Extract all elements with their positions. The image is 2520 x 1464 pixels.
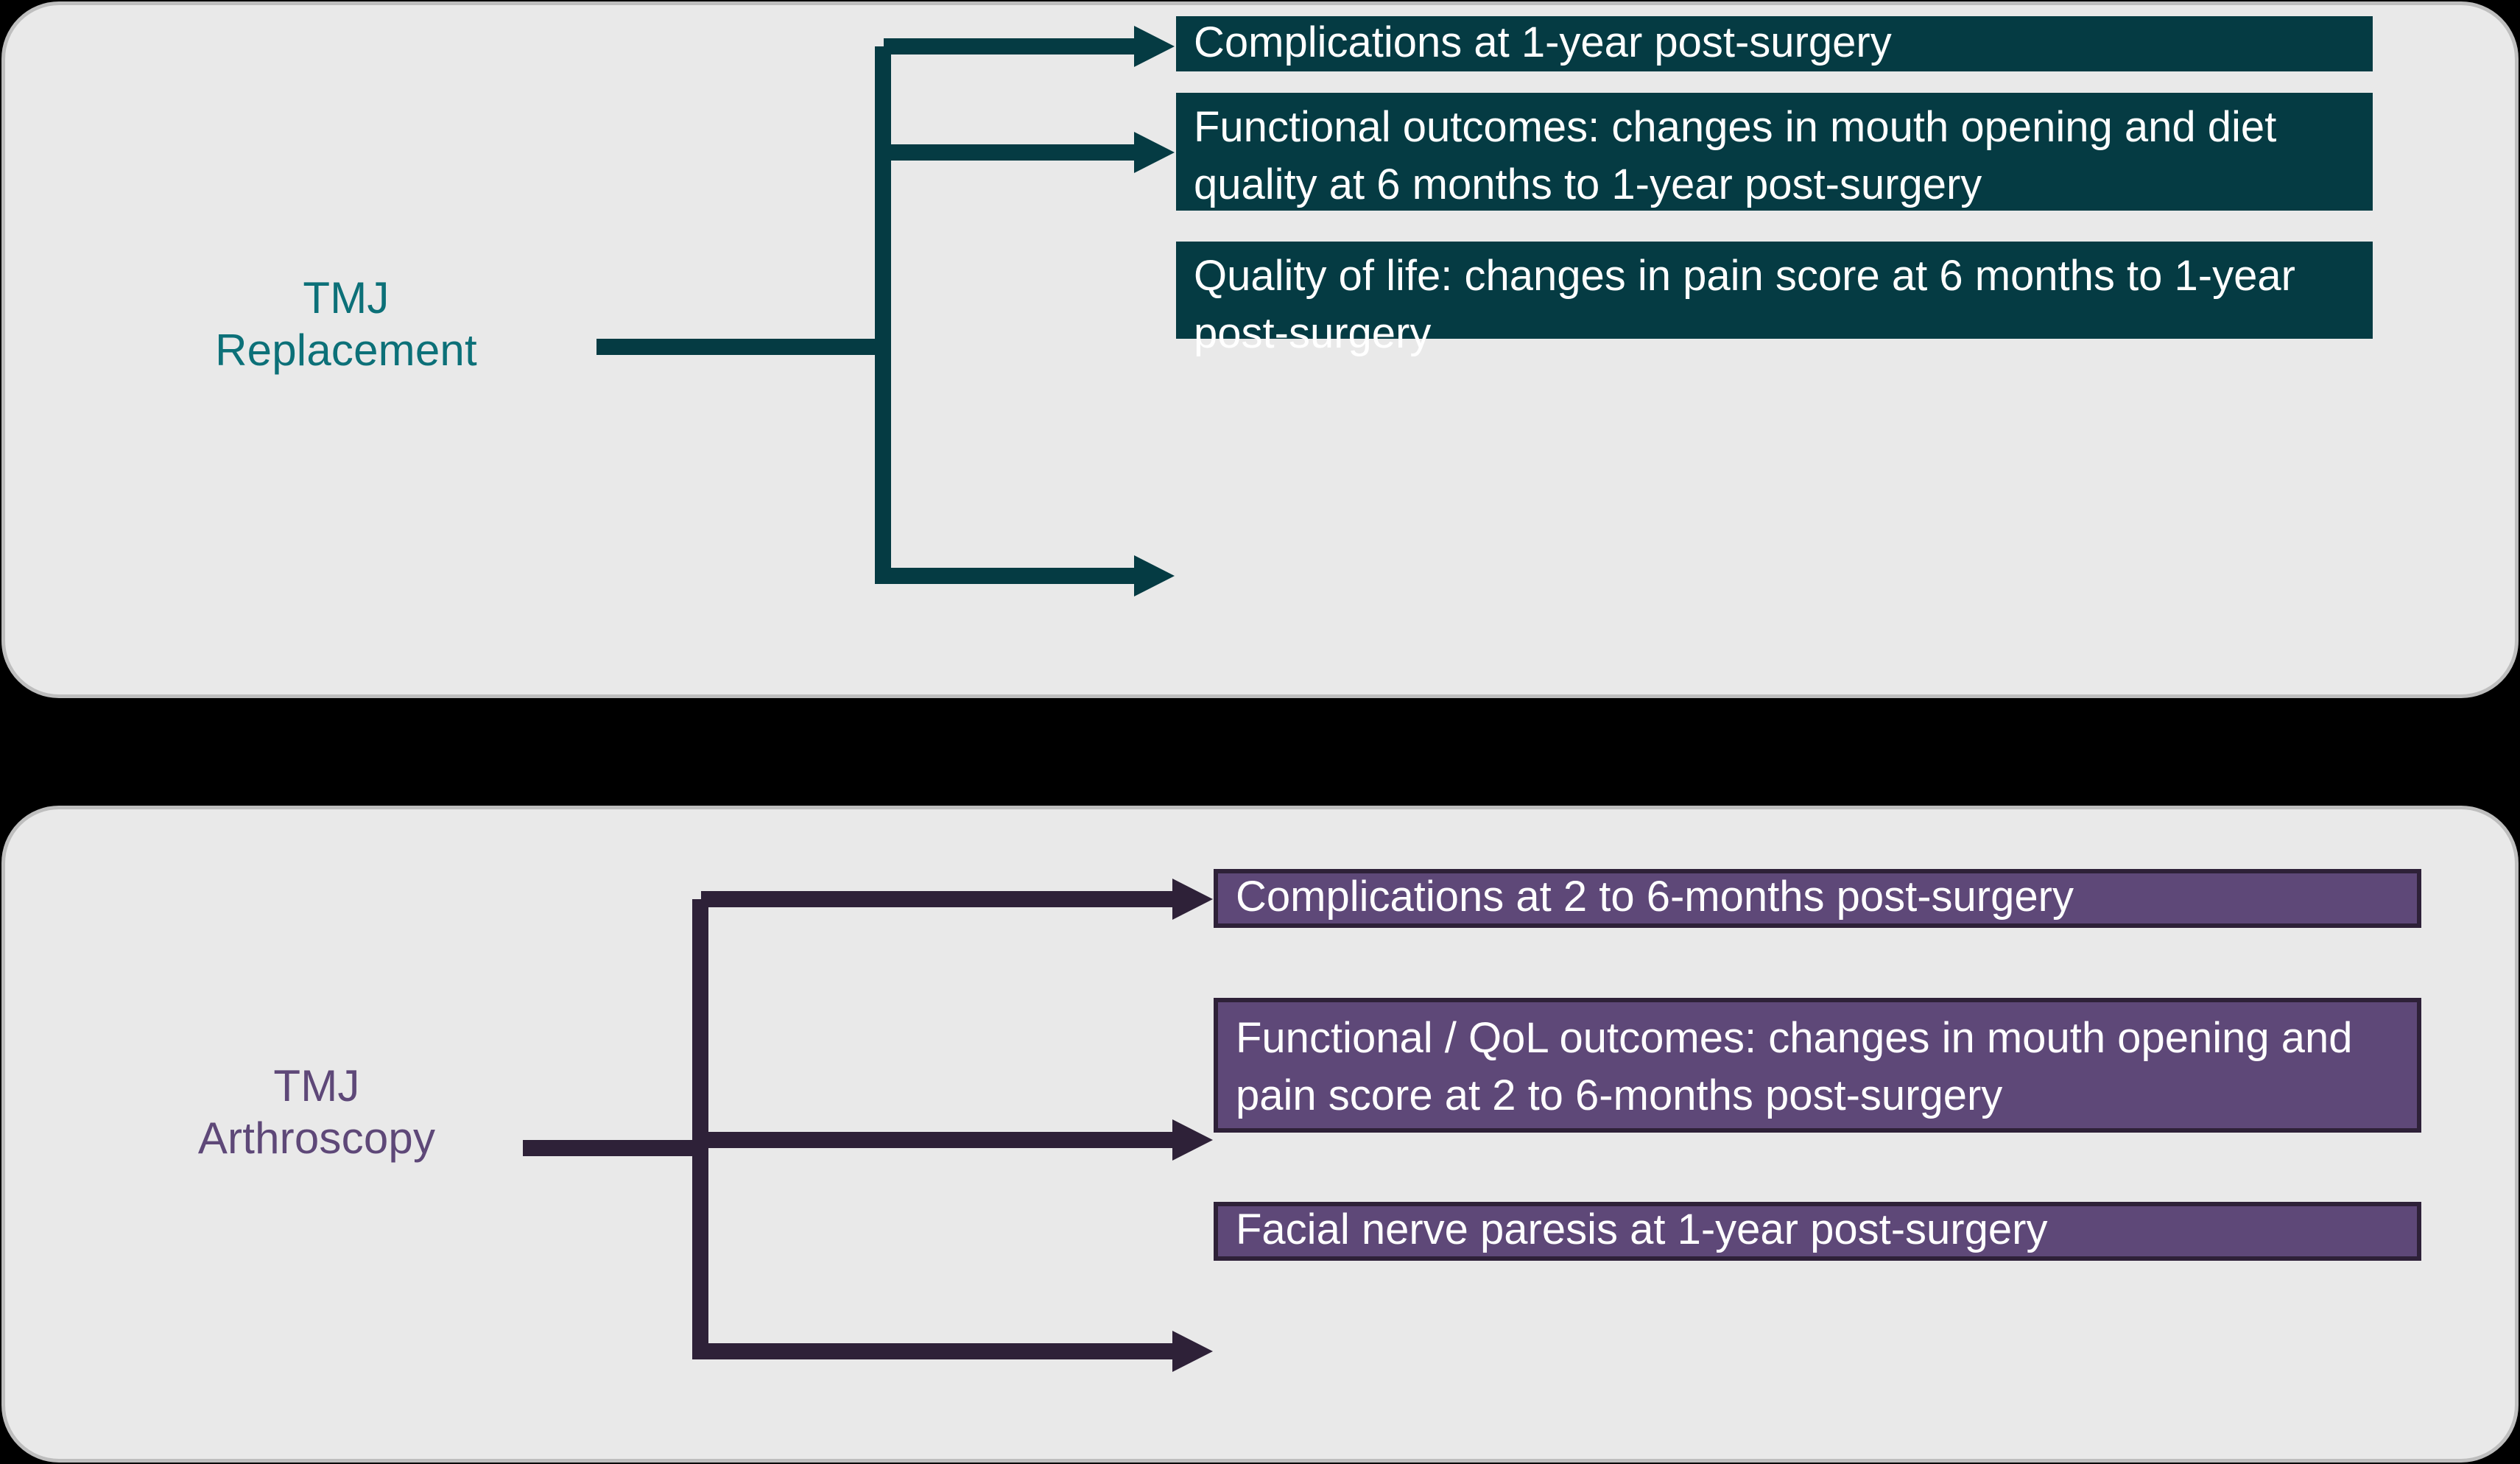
outcome-text: Facial nerve paresis at 1-year post-surg… bbox=[1236, 1206, 2048, 1254]
outcome-box-replacement-complications[interactable]: Complications at 1-year post-surgery bbox=[1176, 16, 2373, 71]
outcome-text: Functional outcomes: changes in mouth op… bbox=[1194, 103, 2277, 208]
outcome-box-arthroscopy-facial-nerve-paresis[interactable]: Facial nerve paresis at 1-year post-surg… bbox=[1214, 1202, 2421, 1261]
outcome-text: Complications at 2 to 6-months post-surg… bbox=[1236, 873, 2074, 921]
outcome-box-replacement-functional[interactable]: Functional outcomes: changes in mouth op… bbox=[1176, 93, 2373, 211]
outcome-text: Functional / QoL outcomes: changes in mo… bbox=[1236, 1014, 2353, 1119]
source-label-tmj-replacement: TMJ Replacement bbox=[215, 273, 477, 375]
source-label-tmj-arthroscopy: TMJ Arthroscopy bbox=[197, 1061, 436, 1163]
outcome-box-arthroscopy-functional-qol[interactable]: Functional / QoL outcomes: changes in mo… bbox=[1214, 998, 2421, 1133]
outcome-text: Quality of life: changes in pain score a… bbox=[1194, 252, 2295, 357]
outcome-text: Complications at 1-year post-surgery bbox=[1194, 18, 1892, 66]
outcome-box-arthroscopy-complications[interactable]: Complications at 2 to 6-months post-surg… bbox=[1214, 869, 2421, 928]
outcome-box-replacement-quality-of-life[interactable]: Quality of life: changes in pain score a… bbox=[1176, 242, 2373, 357]
